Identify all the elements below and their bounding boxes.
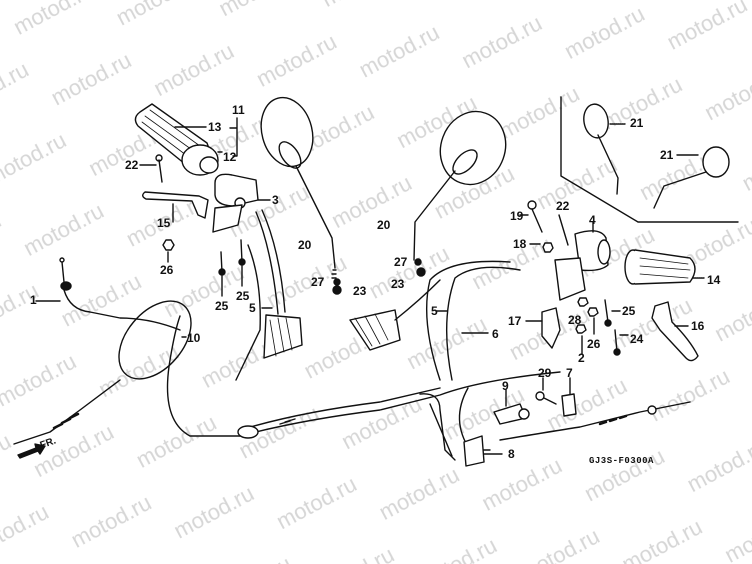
- left-lever-and-switch: [142, 173, 271, 233]
- optional-mirror-inset: [560, 96, 739, 223]
- central-cables: [237, 371, 561, 461]
- left-mirror: [260, 96, 342, 295]
- callout-28: 28: [568, 313, 582, 327]
- right-lever: [651, 301, 699, 362]
- right-side-cables: [349, 260, 521, 451]
- callout-23-right: 23: [391, 277, 405, 291]
- brake-cable-loop: [13, 300, 241, 445]
- callout-22-left: 22: [125, 158, 139, 172]
- bracket-8: [463, 435, 503, 467]
- callout-27-right: 27: [394, 255, 408, 269]
- callout-20-left: 20: [298, 238, 312, 252]
- bolt-29-clamp-7: [535, 377, 577, 417]
- callout-29: 29: [538, 366, 552, 380]
- screws-25-left: [218, 239, 246, 297]
- lever-bracket-17: [525, 297, 629, 356]
- callout-26-left: 26: [160, 263, 174, 277]
- front-direction-arrow: [17, 443, 46, 459]
- throttle-cable: [35, 257, 181, 331]
- callout-14: 14: [707, 273, 721, 287]
- callout-6: 6: [492, 327, 499, 341]
- callout-8: 8: [508, 447, 515, 461]
- callout-15: 15: [157, 216, 171, 230]
- callout-17: 17: [508, 314, 522, 328]
- callout-25-a: 25: [215, 299, 229, 313]
- nut-26-left: [162, 239, 175, 263]
- throttle-grip: [134, 103, 238, 176]
- callout-21-upper: 21: [630, 116, 644, 130]
- callout-21-lower: 21: [660, 148, 674, 162]
- callout-1: 1: [30, 293, 37, 307]
- callout-18: 18: [513, 237, 527, 251]
- callout-26-right: 26: [587, 337, 601, 351]
- clamp-9: [493, 389, 530, 425]
- callout-9: 9: [502, 379, 509, 393]
- callout-5-left: 5: [249, 301, 256, 315]
- wire-harness-left: [235, 209, 303, 381]
- callout-24: 24: [630, 332, 644, 346]
- callout-23-left: 23: [353, 284, 367, 298]
- right-grip: [624, 249, 706, 285]
- callout-7: 7: [566, 366, 573, 380]
- clutch-cable-end: [499, 401, 691, 441]
- callout-12: 12: [223, 150, 237, 164]
- callout-2: 2: [578, 351, 585, 365]
- callout-3: 3: [272, 193, 279, 207]
- callout-4: 4: [589, 213, 596, 227]
- callout-22-right: 22: [556, 199, 570, 213]
- right-switch-and-hardware: [519, 200, 611, 301]
- diagram-code: GJ3S-F0300A: [589, 456, 654, 466]
- callout-13: 13: [208, 120, 222, 134]
- right-mirror: [413, 110, 507, 277]
- screw-22-left: [139, 154, 163, 183]
- callout-25-c: 25: [622, 304, 636, 318]
- callout-20-right: 20: [377, 218, 391, 232]
- callout-27-left: 27: [311, 275, 325, 289]
- callout-5-right: 5: [431, 304, 438, 318]
- callout-16: 16: [691, 319, 705, 333]
- callout-10: 10: [187, 331, 201, 345]
- callout-19: 19: [510, 209, 524, 223]
- callout-11: 11: [232, 103, 245, 117]
- callout-25-b: 25: [236, 289, 250, 303]
